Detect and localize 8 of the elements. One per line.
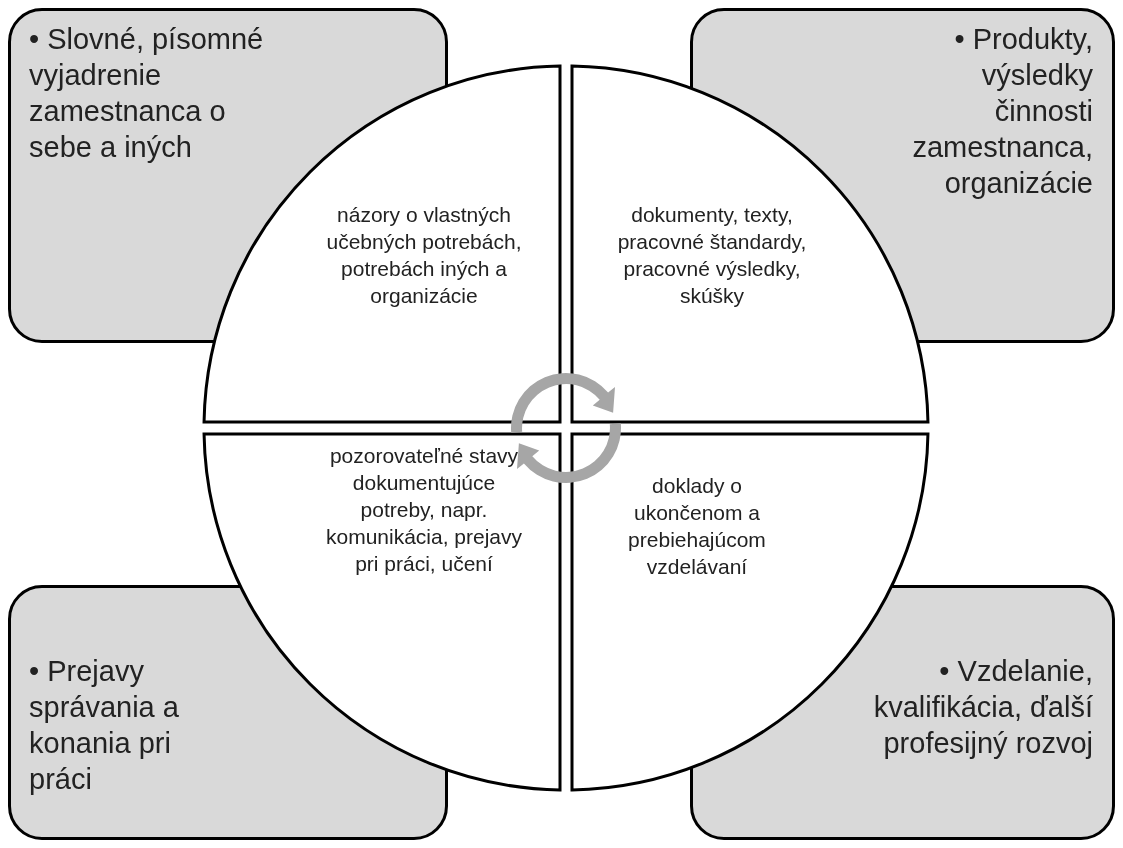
bullet-text: • Vzdelanie, kvalifikácia, ďalší profesijný rozvoj <box>872 654 1093 761</box>
quadrant-text: pozorovateľné stavy dokumentujúce potreby, napr. komunikácia, prejavy pri práci, učení <box>324 443 524 577</box>
quadrant-text: názory o vlastných učebných potrebách, potrebách iných a organizácie <box>325 202 523 309</box>
bullet-text: • Prejavy správania a konania pri práci <box>29 654 180 797</box>
quadrant-text: doklady o ukončenom a prebiehajúcom vzdelávaní <box>627 473 767 580</box>
quadrant-text: dokumenty, texty, pracovné štandardy, pracovné výsledky, skúšky <box>616 202 808 309</box>
bullet-text: • Produkty, výsledky činnosti zamestnanca, organizácie <box>911 22 1093 201</box>
bullet-text: • Slovné, písomné vyjadrenie zamestnanca o sebe a iných <box>29 22 265 165</box>
